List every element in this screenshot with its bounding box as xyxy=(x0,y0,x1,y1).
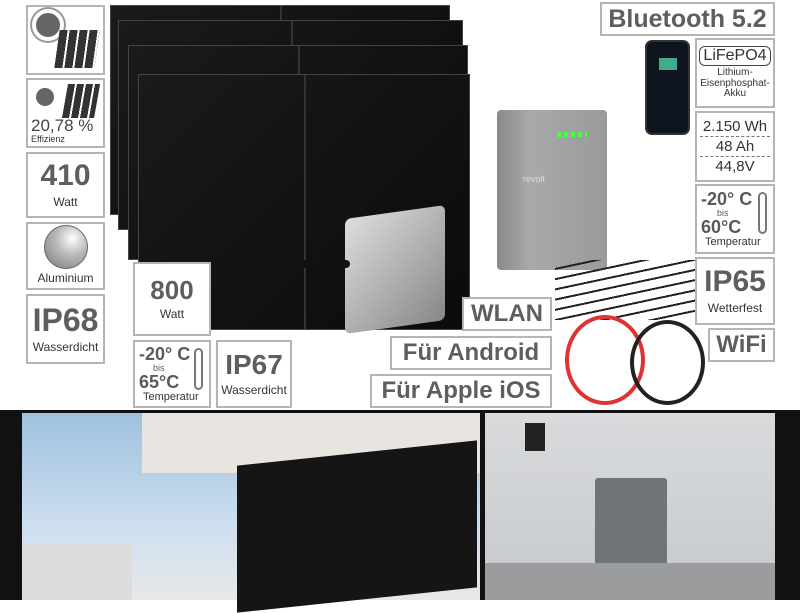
temp-label: Temperatur xyxy=(705,236,761,248)
material-label: Aluminium xyxy=(37,271,94,285)
battery-ip-value: IP65 xyxy=(704,265,766,298)
temp-max: 60°C xyxy=(701,217,742,237)
wall-inverter xyxy=(525,423,545,451)
panel-ip-box: IP68 Wasserdicht xyxy=(26,294,105,364)
cable-image xyxy=(290,260,350,268)
android-tag: Für Android xyxy=(390,336,552,370)
temp-bis: bis xyxy=(153,363,165,373)
bluetooth-tag: Bluetooth 5.2 xyxy=(600,2,775,36)
thermometer-icon xyxy=(194,348,203,390)
wifi-tag: WiFi xyxy=(708,328,775,362)
temp-label: Temperatur xyxy=(143,391,199,403)
battery-unit xyxy=(595,478,667,578)
inverter-temp-box: -20° C bis 65°C Temperatur xyxy=(133,340,211,408)
battery-ip-box: IP65 Wetterfest xyxy=(695,257,775,325)
y-connector-cables-image xyxy=(555,260,695,320)
battery-temp-box: -20° C bis 60°C Temperatur xyxy=(695,184,775,254)
battery-brand-logo: revolt xyxy=(523,174,546,184)
temp-min: -20° C xyxy=(139,344,191,364)
battery-specs-box: 2.150 Wh 48 Ah 44,8V xyxy=(695,111,775,182)
ios-tag: Für Apple iOS xyxy=(370,374,552,408)
inverter-ip-box: IP67 Wasserdicht xyxy=(216,340,292,408)
sun-icon xyxy=(36,88,54,106)
efficiency-box: 20,78 % Effizienz xyxy=(26,78,105,148)
sun-panel-feature xyxy=(26,5,105,75)
inverter-ip-value: IP67 xyxy=(225,349,283,380)
sun-icon xyxy=(36,13,60,37)
led-indicator xyxy=(557,132,587,137)
panel-power-box: 410 Watt xyxy=(26,152,105,218)
battery-ip-label: Wetterfest xyxy=(707,301,763,315)
balcony-photo xyxy=(22,413,480,613)
battery-storage-image: revolt xyxy=(497,110,607,270)
temp-max: 65°C xyxy=(139,372,180,392)
panel-power-value: 410 xyxy=(40,159,91,192)
inverter-ip-label: Wasserdicht xyxy=(221,383,287,397)
battery-voltage: 44,8V xyxy=(715,158,755,175)
wlan-tag: WLAN xyxy=(462,297,552,331)
battery-chem-label: Lithium-Eisenphosphat-Akku xyxy=(700,67,770,100)
thermometer-icon xyxy=(758,192,767,234)
efficiency-value: 20,78 % xyxy=(31,116,94,135)
black-cable-image xyxy=(630,320,705,405)
inverter-power-box: 800 Watt xyxy=(133,262,211,336)
panel-ip-value: IP68 xyxy=(32,302,99,338)
panel-power-label: Watt xyxy=(53,195,78,209)
divider xyxy=(700,136,770,137)
temp-bis: bis xyxy=(717,208,729,218)
installation-photo xyxy=(485,413,775,600)
panel-ip-label: Wasserdicht xyxy=(32,340,99,354)
divider xyxy=(700,156,770,157)
temp-min: -20° C xyxy=(701,189,753,209)
solar-panel-icon xyxy=(54,30,100,68)
balcony-solar-panel xyxy=(237,440,477,613)
battery-chem-box: LiFePO4 Lithium-Eisenphosphat-Akku xyxy=(695,38,775,108)
app-battery-graphic xyxy=(659,58,677,70)
aluminium-sphere-icon xyxy=(43,225,88,269)
material-box: Aluminium xyxy=(26,222,105,290)
inverter-power-label: Watt xyxy=(159,307,185,321)
smartphone-app-image xyxy=(645,40,690,135)
battery-capacity-wh: 2.150 Wh xyxy=(702,118,768,135)
lifepo4-badge: LiFePO4 xyxy=(699,46,771,67)
inverter-power-value: 800 xyxy=(150,275,194,305)
microinverter-image xyxy=(345,204,445,335)
battery-capacity-ah: 48 Ah xyxy=(715,138,755,155)
solar-panel-icon xyxy=(62,84,100,118)
efficiency-label: Effizienz xyxy=(31,134,65,144)
